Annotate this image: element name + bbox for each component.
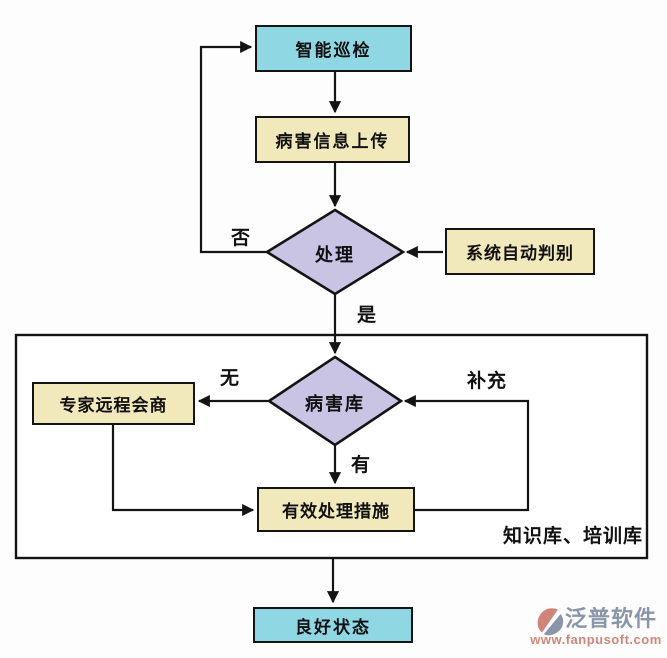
- disease-db-decision-diamond: [266, 355, 404, 447]
- edge-label-supplement: 补充: [467, 371, 508, 392]
- edge-process-no-loop: [199, 40, 267, 254]
- edge-measures-supplement-to-db: [403, 394, 530, 512]
- watermark-brand-text: 泛普软件: [565, 606, 658, 631]
- node-good-condition: 良好状态: [253, 607, 413, 643]
- node-system-auto-judge-label: 系统自动判别: [466, 244, 574, 263]
- node-disease-info-upload-label: 病害信息上传: [275, 132, 390, 151]
- process-decision-diamond: [264, 208, 406, 296]
- edge-label-no: 否: [231, 228, 252, 249]
- node-effective-measures: 有效处理措施: [257, 487, 415, 532]
- edge-label-have: 有: [351, 455, 372, 476]
- node-intelligent-inspection-label: 智能巡检: [295, 41, 372, 60]
- watermark: 泛普软件 www.fanpusoft.com: [527, 604, 665, 652]
- node-system-auto-judge: 系统自动判别: [445, 228, 595, 275]
- edge-expert-to-measures: [111, 425, 255, 517]
- edge-label-yes: 是: [357, 305, 378, 326]
- node-expert-remote-consultation: 专家远程会商: [32, 382, 195, 425]
- fanpu-logo-icon: [537, 608, 564, 636]
- node-disease-info-upload: 病害信息上传: [255, 116, 410, 163]
- disease-db-diamond-label: 病害库: [305, 394, 365, 414]
- node-intelligent-inspection: 智能巡检: [255, 25, 412, 72]
- container-label-knowledge-training: 知识库、培训库: [502, 526, 643, 547]
- edge-label-none: 无: [220, 368, 241, 389]
- node-expert-remote-consultation-label: 专家远程会商: [59, 396, 168, 415]
- node-good-condition-label: 良好状态: [295, 617, 371, 637]
- watermark-url-text: www.fanpusoft.com: [530, 632, 662, 647]
- node-effective-measures-label: 有效处理措施: [282, 502, 390, 521]
- process-diamond-label: 处理: [315, 245, 355, 265]
